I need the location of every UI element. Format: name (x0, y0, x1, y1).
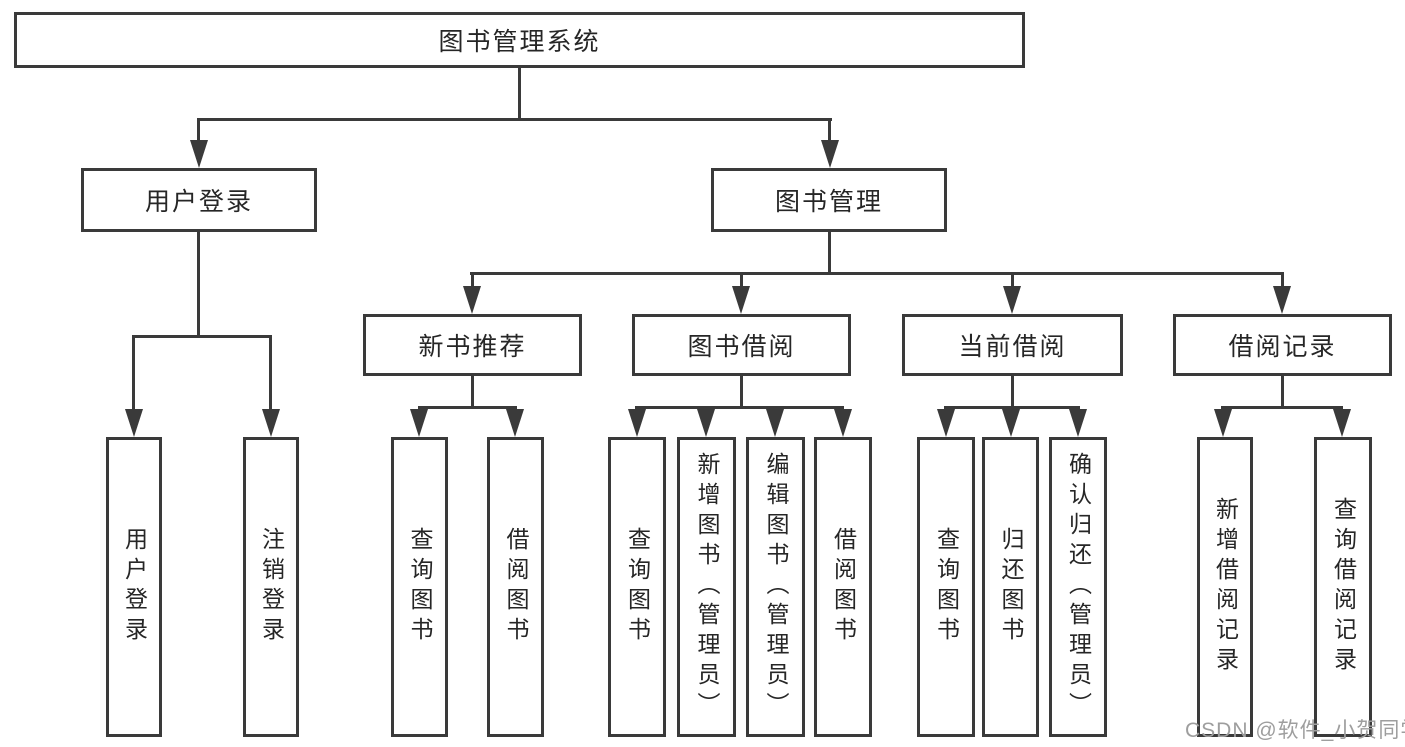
connector-new-book-branch (418, 406, 517, 409)
arrowhead-leaf-icon (766, 409, 784, 437)
node-new-book-recommend-label: 新书推荐 (418, 333, 527, 361)
connector-borrow-records-stem (1281, 376, 1284, 406)
leaf-borrow-books: 借阅图书 (814, 437, 872, 737)
arrowhead-leaf-icon (1333, 409, 1351, 437)
connector-current-borrow-stem (1011, 376, 1014, 406)
csdn-watermark: CSDN @软件_小贺同学 (1185, 719, 1405, 742)
leaf-add-borrow-record-label: 新增借阅记录 (1212, 497, 1239, 677)
arrowhead-borrow-records-icon (1273, 286, 1291, 314)
leaf-add-books-admin: 新增图书（管理员） (677, 437, 736, 737)
connector-root-stem (518, 68, 521, 118)
connector-book-borrow-stem (740, 376, 743, 406)
arrowhead-leaf-icon (628, 409, 646, 437)
arrowhead-book-borrow-icon (732, 286, 750, 314)
connector-drop-user-login (197, 118, 200, 145)
leaf-user-login: 用户登录 (106, 437, 162, 737)
node-book-management-label: 图书管理 (774, 188, 883, 216)
node-current-borrow: 当前借阅 (902, 314, 1123, 376)
arrowhead-leaf-icon (410, 409, 428, 437)
arrowhead-leaf-icon (937, 409, 955, 437)
node-book-borrow: 图书借阅 (632, 314, 851, 376)
node-current-borrow-label: 当前借阅 (958, 333, 1067, 361)
leaf-add-borrow-record: 新增借阅记录 (1197, 437, 1253, 737)
node-root: 图书管理系统 (14, 12, 1025, 68)
leaf-query-books-borrow-label: 查询图书 (624, 527, 651, 647)
node-book-management: 图书管理 (711, 168, 947, 232)
connector-drop-book-borrow (740, 272, 743, 290)
node-borrow-records: 借阅记录 (1173, 314, 1392, 376)
connector-drop-login-leaf (132, 335, 135, 415)
connector-user-login-stem (197, 232, 200, 335)
arrowhead-leaf-icon (697, 409, 715, 437)
node-user-login-label: 用户登录 (144, 188, 253, 216)
connector-drop-current-borrow (1011, 272, 1014, 290)
leaf-query-borrow-record: 查询借阅记录 (1314, 437, 1372, 737)
connector-book-borrow-branch (635, 406, 844, 409)
leaf-borrow-books-recommend-label: 借阅图书 (503, 527, 529, 647)
node-root-label: 图书管理系统 (438, 28, 601, 56)
arrowhead-login-leaf-icon (125, 409, 143, 437)
connector-drop-book-management (828, 118, 831, 145)
node-new-book-recommend: 新书推荐 (363, 314, 582, 376)
leaf-logout-label: 注销登录 (258, 527, 285, 647)
leaf-confirm-return-admin: 确认归还（管理员） (1049, 437, 1107, 737)
connector-user-login-branch (132, 335, 272, 338)
leaf-user-login-label: 用户登录 (121, 527, 148, 647)
connector-drop-logout-leaf (269, 335, 272, 415)
leaf-confirm-return-admin-label: 确认归还（管理员） (1065, 452, 1092, 722)
leaf-borrow-books-recommend: 借阅图书 (487, 437, 544, 737)
arrowhead-new-book-icon (463, 286, 481, 314)
arrowhead-leaf-icon (1069, 409, 1087, 437)
connector-drop-borrow-records (1281, 272, 1284, 290)
connector-level3-branch (470, 272, 1284, 275)
leaf-return-books-label: 归还图书 (998, 527, 1024, 647)
leaf-query-books-recommend-label: 查询图书 (407, 527, 433, 647)
leaf-query-books-current: 查询图书 (917, 437, 975, 737)
leaf-return-books: 归还图书 (982, 437, 1039, 737)
arrowhead-user-login-icon (190, 140, 208, 168)
arrowhead-current-borrow-icon (1003, 286, 1021, 314)
arrowhead-leaf-icon (1002, 409, 1020, 437)
leaf-add-books-admin-label: 新增图书（管理员） (694, 452, 720, 722)
leaf-logout: 注销登录 (243, 437, 299, 737)
node-borrow-records-label: 借阅记录 (1228, 333, 1337, 361)
arrowhead-logout-leaf-icon (262, 409, 280, 437)
leaf-query-borrow-record-label: 查询借阅记录 (1330, 497, 1357, 677)
arrowhead-book-management-icon (821, 140, 839, 168)
leaf-edit-books-admin: 编辑图书（管理员） (746, 437, 805, 737)
connector-borrow-records-branch (1221, 406, 1343, 409)
connector-book-management-stem (828, 232, 831, 272)
leaf-query-books-borrow: 查询图书 (608, 437, 666, 737)
connector-new-book-stem (471, 376, 474, 406)
leaf-query-books-current-label: 查询图书 (933, 527, 960, 647)
node-book-borrow-label: 图书借阅 (687, 333, 796, 361)
arrowhead-leaf-icon (506, 409, 524, 437)
connector-drop-new-book (471, 272, 474, 290)
arrowhead-leaf-icon (1214, 409, 1232, 437)
connector-level2-branch (197, 118, 832, 121)
arrowhead-leaf-icon (834, 409, 852, 437)
leaf-edit-books-admin-label: 编辑图书（管理员） (763, 452, 789, 722)
node-user-login: 用户登录 (81, 168, 317, 232)
leaf-borrow-books-label: 借阅图书 (830, 527, 857, 647)
leaf-query-books-recommend: 查询图书 (391, 437, 448, 737)
